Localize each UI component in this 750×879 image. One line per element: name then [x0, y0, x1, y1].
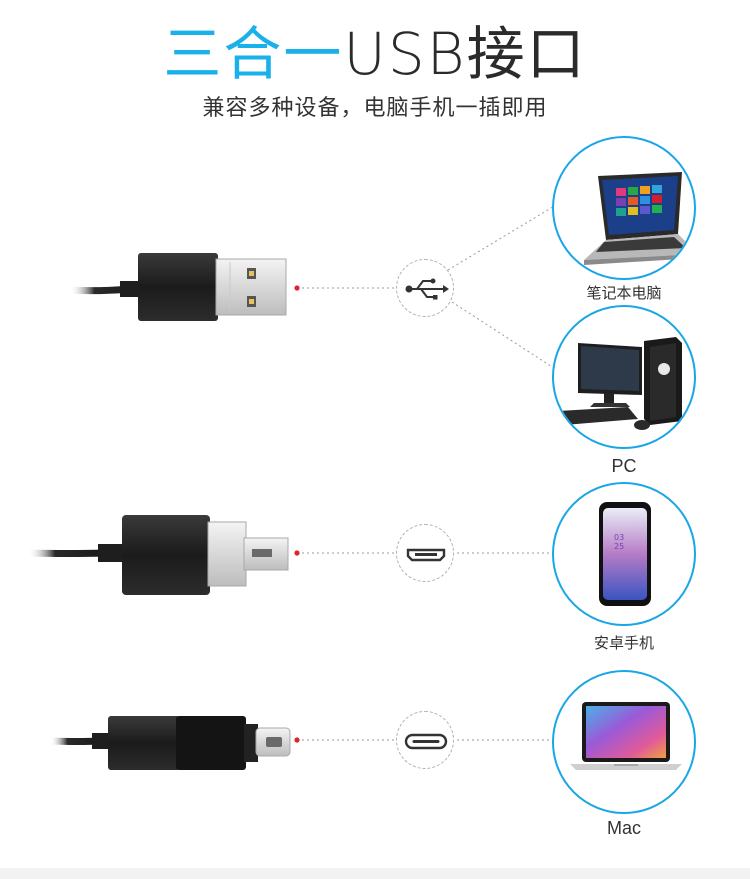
device-label-pc: PC [611, 456, 637, 476]
bottom-strip [0, 868, 750, 879]
svg-text:03: 03 [614, 533, 624, 542]
desktop-pc-image [558, 337, 682, 430]
macbook-image [570, 702, 682, 770]
title-rest: USB接口 [343, 20, 587, 88]
svg-text:25: 25 [614, 542, 624, 551]
link-line-usb-laptop [447, 204, 557, 271]
marker-dot [294, 737, 300, 743]
laptop-image [584, 172, 694, 265]
marker-dot [294, 285, 300, 291]
title-accent: 三合一 [163, 20, 344, 88]
android-phone-image: 03 25 [599, 502, 651, 606]
link-line-usb-pc [451, 301, 561, 373]
device-label-phone: 安卓手机 [593, 634, 654, 652]
type-c-port-icon [404, 733, 448, 750]
device-label-laptop: 笔记本电脑 [586, 284, 662, 302]
page-title: 三合一USB接口 [0, 14, 750, 94]
usb-trident-icon [405, 278, 449, 300]
type-c-connector [49, 716, 291, 770]
page-subtitle: 兼容多种设备，电脑手机一插即用 [202, 96, 548, 121]
device-laptop-circle [552, 136, 696, 280]
type-c-circle [396, 711, 454, 769]
usb-a-connector [69, 253, 287, 321]
device-mac-circle [552, 670, 696, 814]
micro-usb-connector [27, 515, 289, 595]
usb-port-circle [396, 259, 454, 317]
micro-usb-circle [396, 524, 454, 582]
device-phone-circle: 03 25 [552, 482, 696, 626]
device-label-mac: Mac [606, 818, 641, 838]
device-pc-circle [552, 305, 696, 449]
marker-dot [294, 550, 300, 556]
micro-usb-port-icon [406, 548, 446, 562]
